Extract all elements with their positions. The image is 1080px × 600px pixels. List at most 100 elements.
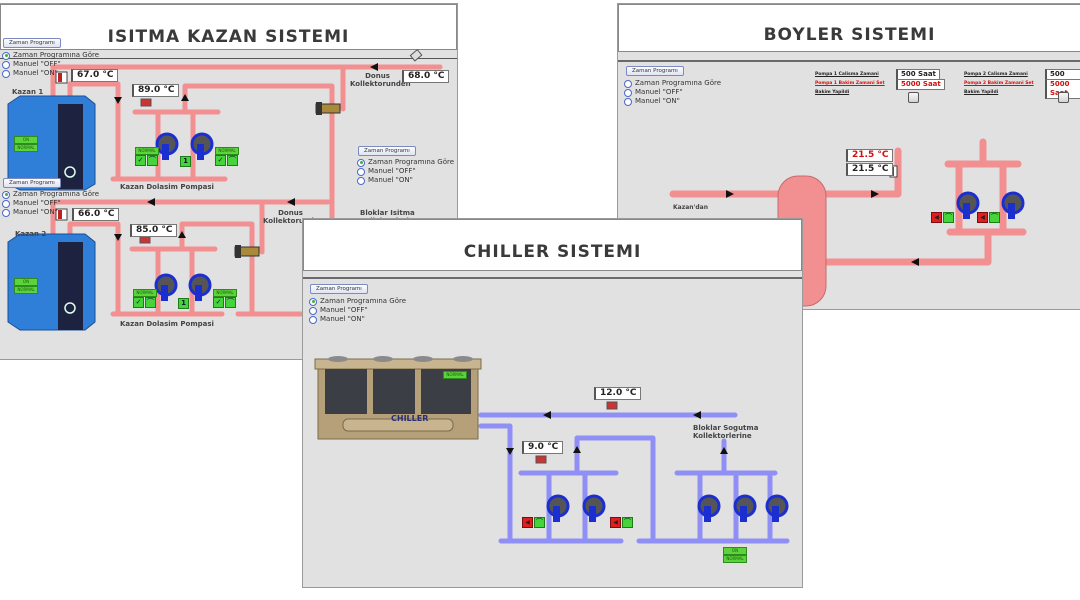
radio-manual-on[interactable]: Manuel "ON" [309,315,406,324]
thermometer-icon [55,71,68,84]
radio-manual-off[interactable]: Manuel "OFF" [2,60,99,69]
pump-icon [154,273,178,301]
radio-dot [2,199,10,208]
radio-schedule[interactable]: Zaman Programına Göre [309,297,406,306]
temperature-sensor-icon [139,235,151,244]
boiler1-supply-temp: 89.0 °C [132,84,180,97]
boiler2-mode-radios: Zaman Programına Göre Manuel "OFF" Manue… [2,190,99,217]
radio-dot [2,69,10,78]
temperature-sensor-icon [140,98,152,107]
radio-schedule[interactable]: Zaman Programına Göre [357,158,454,167]
flow-arrow [114,97,122,104]
heating-title-bar: ISITMA KAZAN SISTEMI [0,4,457,50]
pump-run-icon[interactable]: ⌒ [943,212,954,223]
thermometer-icon [55,208,68,221]
chiller-normal-status: NORMAL [443,371,467,379]
collector-return-temp: 68.0 °C [402,70,450,83]
pump-fault-icon[interactable]: ✓ [135,155,146,166]
boyler-mode-radios: Zaman Programına Göre Manuel "OFF" Manue… [624,79,721,106]
pump-fault-icon[interactable]: ✓ [215,155,226,166]
radio-manual-off[interactable]: Manuel "OFF" [357,167,454,176]
pump-run-icon[interactable]: ⌒ [147,155,158,166]
boiler1-on-status: ON [14,136,38,144]
radio-dot [2,51,10,60]
pump1-maint-value[interactable]: 5000 Saat [896,79,945,90]
flow-arrow [693,411,701,419]
chiller-unit-label: CHILLER [391,414,429,423]
pump2-maint-label: Pompa 2 Bakim Zamani Set [964,81,1034,86]
radio-dot [624,97,632,106]
chiller-schedule-button[interactable]: Zaman Programı [310,284,368,294]
pump-alarm-icon[interactable]: ◀ [931,212,942,223]
heating-title: ISITMA KAZAN SISTEMI [107,27,350,47]
boyler-title: BOYLER SISTEMI [763,25,936,45]
boiler1-mode-radios: Zaman Programına Göre Manuel "OFF" Manue… [2,51,99,78]
boyler-setpoint-temp[interactable]: 21.5 °C [846,149,894,162]
boiler2-normal-status: NORMAL [14,286,38,294]
chiller-mode-radios: Zaman Programına Göre Manuel "OFF" Manue… [309,297,406,324]
boyler-separator [618,60,1080,62]
flow-arrow [911,258,919,266]
flow-arrow [181,94,189,101]
radio-manual-on[interactable]: Manuel "ON" [2,69,99,78]
pump-run-icon[interactable]: ⌒ [622,517,633,528]
pipe-b2-supply [67,221,121,317]
pump-run-icon[interactable]: ⌒ [145,297,156,308]
boiler2-on-status: ON [14,278,38,286]
heating-separator [0,58,457,59]
radio-schedule[interactable]: Zaman Programına Göre [2,51,99,60]
pump-icon [582,494,606,522]
radio-manual-off[interactable]: Manuel "OFF" [624,88,721,97]
pipe-supply-down [478,423,513,544]
temperature-sensor-icon [606,401,618,410]
radio-dot [357,176,365,185]
flow-arrow [147,198,155,206]
boiler2-supply-temp: 85.0 °C [130,224,178,237]
boiler1-label: Kazan 1 [12,88,44,96]
pump-icon [190,132,214,160]
right-schedule-button[interactable]: Zaman Programı [358,146,416,156]
collector-return-label: Donus Kollektorunden [350,72,411,88]
radio-schedule[interactable]: Zaman Programına Göre [2,190,99,199]
pump-fault-icon[interactable]: ✓ [213,297,224,308]
pipe-b1-supply [67,81,121,182]
flow-arrow [871,190,879,198]
pressure-gauge-icon [409,49,423,62]
three-way-valve-icon [234,245,260,258]
right-mode-radios: Zaman Programına Göre Manuel "OFF" Manue… [357,158,454,185]
radio-manual-on[interactable]: Manuel "ON" [624,97,721,106]
pump2-maintenance-done-checkbox[interactable] [1058,92,1069,103]
flow-arrow [720,447,728,454]
radio-dot [309,297,317,306]
pump-alarm-icon[interactable]: ◀ [522,517,533,528]
boiler2-return-temp: 66.0 °C [72,208,120,221]
pump-run-icon[interactable]: ⌒ [989,212,1000,223]
radio-manual-on[interactable]: Manuel "ON" [357,176,454,185]
pump-fault-icon[interactable]: ✓ [133,297,144,308]
boiler2-schedule-button[interactable]: Zaman Programı [3,178,61,188]
pump-status: NORMAL [215,147,239,155]
radio-dot [357,158,365,167]
boiler1-normal-status: NORMAL [14,144,38,152]
three-way-valve-icon [315,102,341,115]
pump2-done-label: Bakim Yapildi [964,90,999,95]
pump-number-badge: 1 [178,298,189,309]
radio-manual-off[interactable]: Manuel "OFF" [309,306,406,315]
boiler1-schedule-button[interactable]: Zaman Programı [3,38,61,48]
pump-alarm-icon[interactable]: ◀ [977,212,988,223]
boiler1-return-temp: 67.0 °C [71,69,119,82]
pump-icon [956,191,980,219]
secondary-normal-status: NORMAL [723,555,747,563]
radio-manual-off[interactable]: Manuel "OFF" [2,199,99,208]
pump-icon [697,494,721,522]
radio-manual-on[interactable]: Manuel "ON" [2,208,99,217]
pump1-maintenance-done-checkbox[interactable] [908,92,919,103]
pump-run-icon[interactable]: ⌒ [534,517,545,528]
pump-alarm-icon[interactable]: ◀ [610,517,621,528]
pump2-run-label: Pompa 2 Calisma Zamani [964,72,1028,77]
pump-run-icon[interactable]: ⌒ [225,297,236,308]
pump-run-icon[interactable]: ⌒ [227,155,238,166]
chiller-unit-image [314,356,482,440]
radio-schedule[interactable]: Zaman Programına Göre [624,79,721,88]
boyler-schedule-button[interactable]: Zaman Programı [626,66,684,76]
